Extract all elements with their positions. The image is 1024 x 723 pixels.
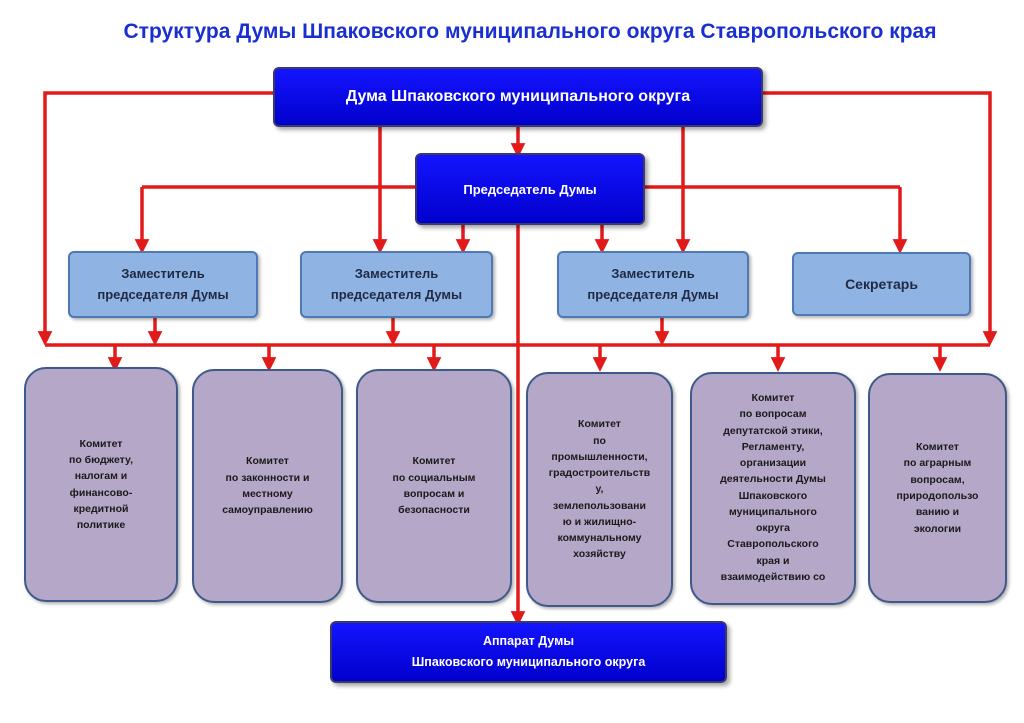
deputy-chairman-box-3: Заместитель председателя Думы bbox=[557, 251, 749, 318]
committee-agrarian-label: Комитет по аграрным вопросам, природопол… bbox=[896, 441, 979, 535]
committee-ethics-label: Комитет по вопросам депутатской этики, Р… bbox=[720, 392, 826, 583]
committee-budget-label: Комитет по бюджету, налогам и финансово-… bbox=[68, 437, 134, 532]
deputy-chairman-box-2: Заместитель председателя Думы bbox=[300, 251, 493, 318]
secretary-box: Секретарь bbox=[792, 252, 971, 316]
committee-industry-label: Комитет по промышленности, градостроител… bbox=[548, 418, 651, 561]
apparatus-box: Аппарат Думы Шпаковского муниципального … bbox=[330, 621, 727, 683]
committee-legality: Комитет по законности и местному самоупр… bbox=[192, 369, 343, 603]
committee-industry: Комитет по промышленности, градостроител… bbox=[526, 372, 673, 607]
committee-budget: Комитет по бюджету, налогам и финансово-… bbox=[24, 367, 178, 602]
duma-right-arrow bbox=[762, 91, 998, 346]
committee-ethics: Комитет по вопросам депутатской этики, Р… bbox=[690, 372, 856, 605]
committee-agrarian: Комитет по аграрным вопросам, природопол… bbox=[868, 373, 1007, 603]
committee-legality-label: Комитет по законности и местному самоупр… bbox=[222, 455, 313, 517]
committee-social: Комитет по социальным вопросам и безопас… bbox=[356, 369, 512, 603]
deputy-chairman-box-1: Заместитель председателя Думы bbox=[68, 251, 258, 318]
duma-left-arrow bbox=[37, 91, 275, 346]
committee-social-label: Комитет по социальным вопросам и безопас… bbox=[392, 455, 476, 517]
duma-box: Дума Шпаковского муниципального округа bbox=[273, 67, 763, 127]
chart-title: Структура Думы Шпаковского муниципальног… bbox=[123, 20, 937, 43]
chairman-box: Председатель Думы bbox=[415, 153, 645, 225]
